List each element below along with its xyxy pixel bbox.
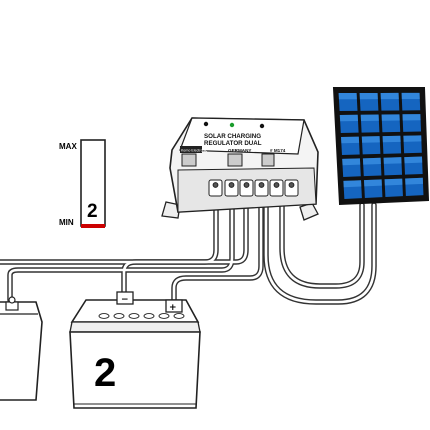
solar-cell-highlight: [339, 114, 359, 122]
solar-cell-highlight: [405, 177, 424, 185]
battery-front-plus-label: +: [169, 303, 177, 313]
battery-front-minus-label: −: [121, 295, 129, 305]
led-indicator-2: [229, 122, 235, 128]
solar-cell-highlight: [383, 157, 402, 164]
battery-front-caps: [98, 313, 185, 319]
terminal-4: [254, 179, 269, 197]
solar-cell-highlight: [341, 136, 360, 144]
solar-cell-highlight: [384, 178, 403, 186]
terminal-3: [239, 179, 254, 197]
gauge-min-label: MIN: [59, 218, 74, 227]
controller-country: GERMANY: [228, 148, 251, 153]
gauge-value: 2: [87, 201, 98, 222]
solar-panel: [332, 87, 430, 206]
charge-controller: SOLAR CHARGING REGULATOR DUAL Kemo Elect…: [161, 117, 319, 221]
solar-cell-highlight: [338, 92, 357, 100]
battery-front-body: [69, 331, 201, 409]
solar-cell-highlight: [401, 92, 420, 100]
solar-cell-highlight: [363, 179, 382, 187]
solar-cell-highlight: [381, 114, 400, 121]
solar-cell-highlight: [343, 180, 362, 188]
controller-brand: Kemo Electronic: [181, 149, 207, 153]
gauge-max-label: MAX: [59, 142, 77, 151]
controller-title-line1: SOLAR CHARGING: [204, 133, 261, 140]
battery-front-plus-terminal: [165, 299, 183, 313]
led-indicator-1: [203, 121, 209, 127]
controller-mount-left: [161, 201, 181, 219]
solar-cell-highlight: [361, 136, 380, 143]
terminal-1: [208, 179, 223, 197]
controller-title-line2: REGULATOR DUAL: [204, 140, 262, 147]
solar-cell-highlight: [402, 114, 421, 121]
battery-left-body: [0, 301, 43, 401]
solar-cell-highlight: [360, 114, 379, 121]
solar-cell-highlight: [380, 92, 399, 100]
relay-block-3: [261, 153, 275, 167]
terminal-5: [269, 179, 284, 197]
battery-front-lid: [69, 321, 201, 333]
solar-cell-highlight: [362, 157, 381, 165]
solar-cell-highlight: [382, 135, 401, 143]
relay-block-1: [181, 153, 197, 167]
gauge-tube: [80, 139, 106, 227]
battery-front: − + 2: [69, 291, 201, 409]
solar-cell-highlight: [359, 92, 378, 100]
charge-level-gauge: MAX MIN 2: [59, 139, 106, 228]
led-indicator-3: [259, 123, 265, 129]
battery-front-minus-terminal: [116, 291, 134, 305]
terminal-6: [284, 179, 299, 197]
battery-front-number: 2: [94, 351, 116, 395]
terminal-2: [224, 179, 239, 197]
battery-left: [0, 296, 43, 401]
terminal-strip: [208, 179, 299, 197]
wire-panel-2: [279, 193, 365, 289]
solar-cell-highlight: [403, 135, 422, 142]
controller-model: # M174: [270, 148, 286, 153]
solar-cell-highlight: [404, 156, 423, 164]
relay-block-2: [227, 153, 243, 167]
brand-badge: [180, 146, 202, 153]
wires-highlight: [0, 194, 376, 308]
solar-cell-highlight: [342, 158, 361, 166]
solar-panel-cells: [338, 92, 424, 199]
controller-top-face: [179, 117, 305, 155]
